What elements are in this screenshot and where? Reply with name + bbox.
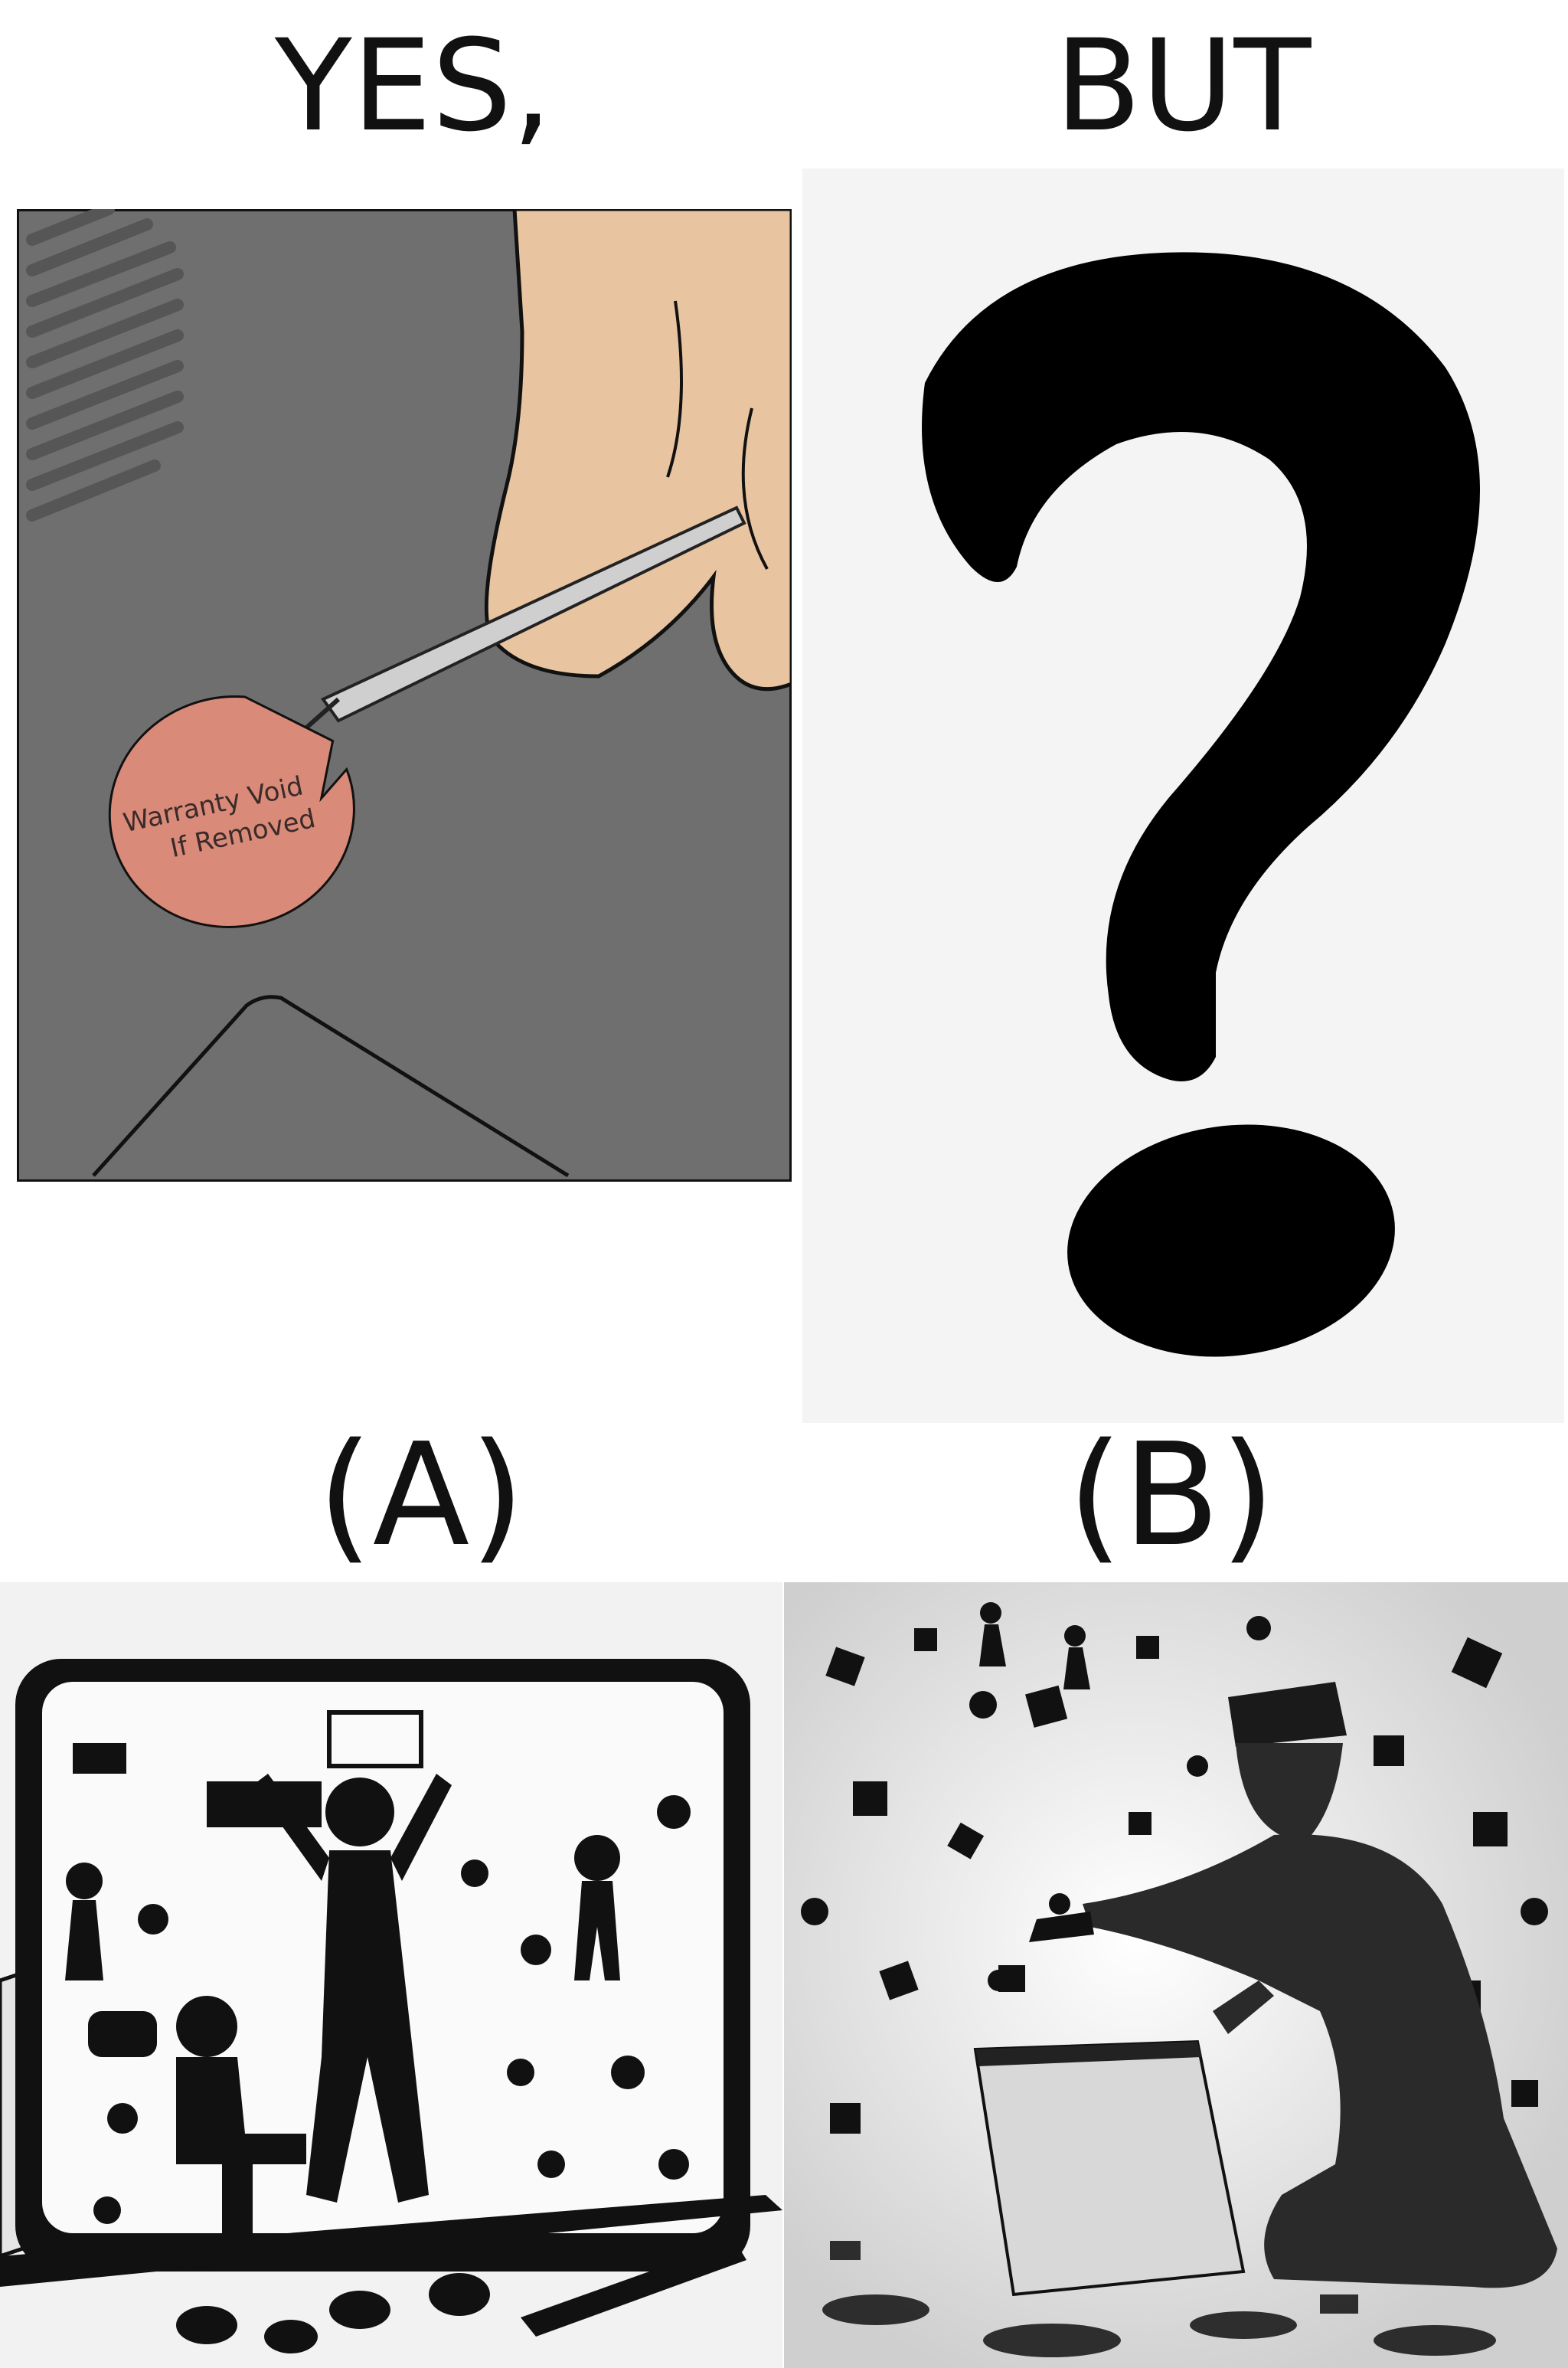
laptop-icon <box>973 2039 1246 2297</box>
trackpad-edge <box>92 995 570 1178</box>
warranty-sticker: Warranty Void If Removed <box>108 695 355 928</box>
hand-icon <box>484 209 792 692</box>
vent-grille <box>26 209 184 522</box>
person-icon <box>1029 1682 1557 2288</box>
label-b: (B) <box>1067 1412 1276 1578</box>
panel-peeling-stickers <box>784 1582 1568 2368</box>
scattered-stickers <box>822 2241 1496 2357</box>
panel-question-mark <box>802 168 1564 1423</box>
falling-stickers <box>801 1616 1548 2134</box>
heading-yes: YES, <box>274 12 553 159</box>
panel-sticker-laptop <box>0 1582 782 2368</box>
question-mark-icon <box>922 252 1480 1357</box>
panel-warranty-sticker: Warranty Void If Removed <box>17 209 792 1182</box>
stick-figure-stickers <box>979 1602 1090 1991</box>
sticker-rolls <box>176 2273 490 2353</box>
pen-icon <box>521 2241 746 2337</box>
heading-but: BUT <box>1054 12 1312 159</box>
stick-figure-stickers <box>65 1710 691 2241</box>
label-a: (A) <box>317 1412 525 1578</box>
